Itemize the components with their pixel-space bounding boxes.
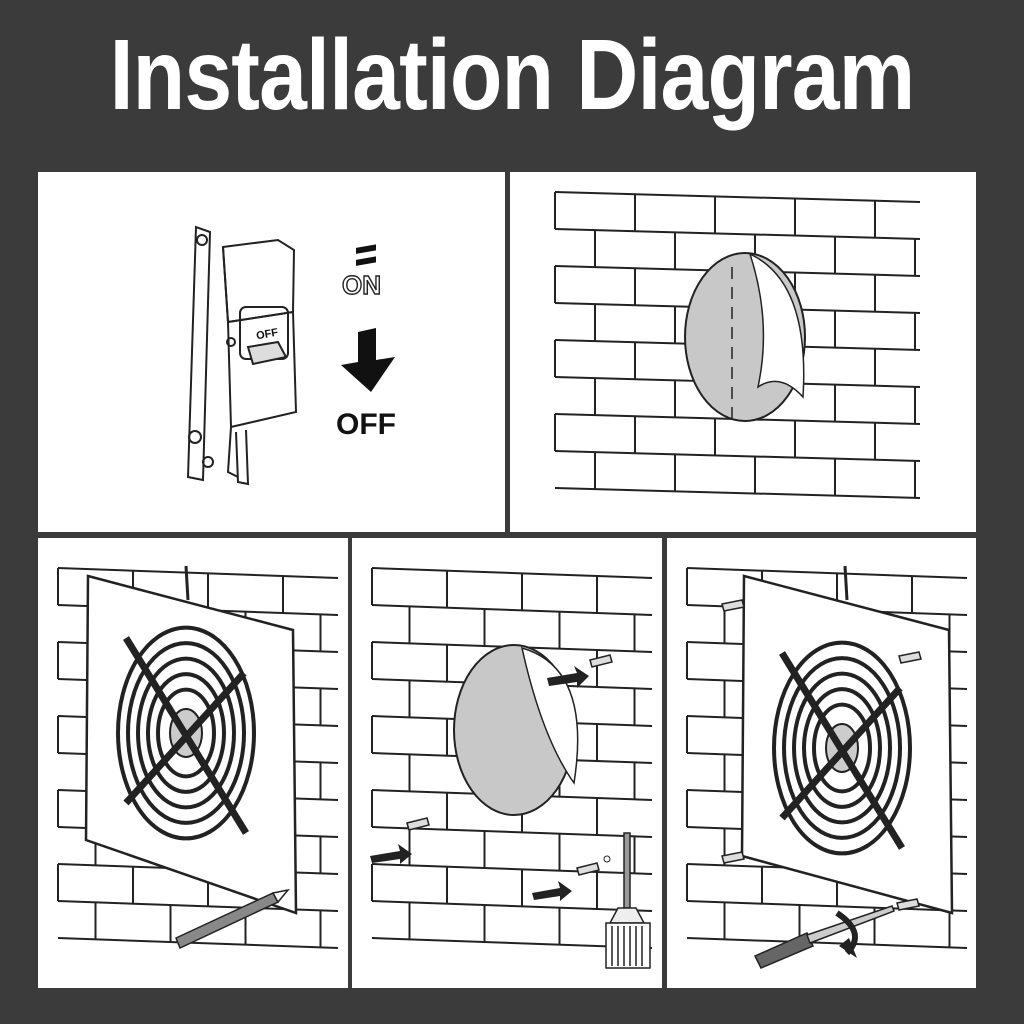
brick-line (686, 900, 968, 912)
step-cut-wall-hole-panel (510, 172, 976, 532)
fan-guard-ring (146, 672, 226, 794)
brick-line (554, 228, 921, 240)
step-mark-mounting-holes-panel (38, 538, 348, 988)
step-switch-off-power-panel: OFF ON OFF (38, 172, 505, 532)
screw-icons (721, 599, 922, 911)
fan-screwing-illustration (686, 565, 968, 969)
fan-guard-ring (126, 641, 246, 825)
brick-line (371, 900, 653, 912)
drill-icon (605, 832, 651, 969)
pencil-icon (175, 888, 290, 950)
fan-guard-ring (802, 687, 882, 809)
drill-anchors-illustration (370, 567, 653, 969)
wall-hole-illustration (554, 191, 921, 499)
brick-line (554, 191, 921, 203)
exhaust-fan (740, 574, 954, 915)
brick-line (57, 937, 339, 949)
brick-line (371, 604, 653, 616)
brick-line (371, 567, 653, 579)
fan-guard-ring (772, 640, 912, 856)
brick-line (371, 826, 653, 838)
brick-line (371, 863, 653, 875)
fan-guard-spoke (123, 670, 247, 806)
step-screw-fan-to-wall-panel (667, 538, 976, 988)
fan-guard-ring (792, 671, 892, 825)
brick-line (554, 450, 921, 462)
wall-anchor-icons (406, 654, 613, 876)
circuit-breaker-illustration: OFF ON OFF (186, 225, 396, 486)
off-label: OFF (336, 408, 396, 441)
fan-guard-ring (782, 656, 902, 840)
screwdriver-icon (753, 905, 895, 969)
fan-marking-illustration (57, 565, 339, 950)
exhaust-fan (84, 574, 298, 915)
brick-line (686, 937, 968, 949)
fan-guard-ring (116, 625, 256, 841)
step-drill-and-insert-anchors-panel (352, 538, 662, 988)
brick-line (57, 567, 339, 579)
brick-line (686, 567, 968, 579)
page-title: Installation Diagram (109, 19, 916, 131)
on-label: ON (342, 270, 381, 300)
brick-line (554, 487, 921, 499)
fan-guard-ring (812, 702, 872, 794)
down-arrow-icon (341, 244, 395, 392)
direction-arrow-icons (370, 666, 589, 901)
fan-guard-spoke (779, 685, 903, 821)
fan-guard-ring (136, 656, 236, 810)
switch-off-label: OFF (255, 327, 279, 343)
fan-guard-ring (156, 687, 216, 779)
